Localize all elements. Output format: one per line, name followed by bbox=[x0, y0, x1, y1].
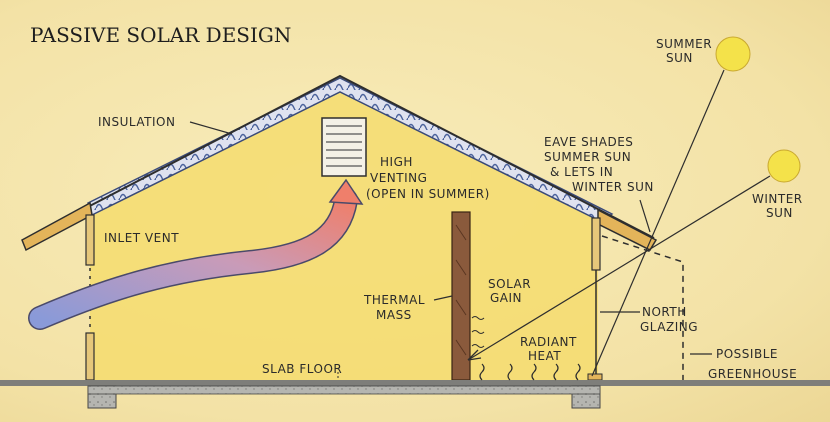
ground-line bbox=[0, 380, 830, 386]
greenhouse-outline bbox=[601, 235, 684, 384]
summer-sun-label-1: SUMMER bbox=[656, 37, 712, 51]
eave-leader bbox=[639, 199, 651, 233]
airflow-arrow bbox=[28, 178, 364, 330]
left-eave bbox=[21, 201, 93, 252]
thermal-mass-wall bbox=[451, 211, 471, 381]
north-glazing-label-2: GLAZING bbox=[640, 320, 698, 334]
thermal-mass-label-1: THERMAL bbox=[363, 293, 425, 307]
slab-floor-label: SLAB FLOOR bbox=[262, 362, 342, 376]
winter-sun-ray-arrowhead bbox=[467, 349, 482, 361]
roof-line bbox=[29, 74, 655, 239]
slab-floor bbox=[87, 385, 601, 395]
greenhouse-label-1: POSSIBLE bbox=[716, 347, 778, 361]
window-sill bbox=[587, 373, 603, 381]
radiant-heat-label-2: HEAT bbox=[528, 349, 561, 363]
diagram-title: PASSIVE SOLAR DESIGN bbox=[30, 23, 291, 47]
thermal-mass-leader bbox=[433, 295, 453, 301]
solar-gain-waves bbox=[471, 316, 485, 348]
solar-gain-label-2: GAIN bbox=[490, 291, 522, 305]
high-venting-label-1: HIGH bbox=[380, 155, 413, 169]
eave-shades-label-1: EAVE SHADES bbox=[544, 135, 633, 149]
solar-gain-label-1: SOLAR bbox=[488, 277, 531, 291]
summer-sun bbox=[715, 36, 751, 72]
radiant-heat-waves bbox=[479, 363, 581, 381]
greenhouse-label-2: GREENHOUSE bbox=[708, 367, 797, 381]
thermal-mass-label-2: MASS bbox=[376, 308, 412, 322]
high-vent-window bbox=[321, 117, 367, 177]
winter-sun-label-1: WINTER bbox=[752, 192, 803, 206]
winter-sun-ray bbox=[467, 175, 771, 361]
eave-shades-label-4: WINTER SUN bbox=[572, 180, 654, 194]
radiant-heat-label-1: RADIANT bbox=[520, 335, 577, 349]
right-wall-upper bbox=[591, 217, 601, 271]
winter-sun-label-2: SUN bbox=[766, 206, 793, 220]
winter-sun bbox=[767, 149, 801, 183]
high-venting-label-3: (OPEN IN SUMMER) bbox=[366, 187, 490, 201]
eave-shades-label-2: SUMMER SUN bbox=[544, 150, 631, 164]
summer-sun-ray bbox=[591, 69, 725, 377]
insulation-label: INSULATION bbox=[98, 115, 175, 129]
left-wall-upper bbox=[85, 214, 95, 266]
eave-shades-label-3: & LETS IN bbox=[550, 165, 613, 179]
insulation-leader bbox=[189, 121, 233, 135]
left-wall-lower bbox=[85, 332, 95, 381]
north-glazing-label-1: NORTH bbox=[642, 305, 687, 319]
summer-sun-label-2: SUN bbox=[666, 51, 693, 65]
high-venting-label-2: VENTING bbox=[370, 171, 427, 185]
inlet-vent-label: INLET VENT bbox=[104, 231, 179, 245]
